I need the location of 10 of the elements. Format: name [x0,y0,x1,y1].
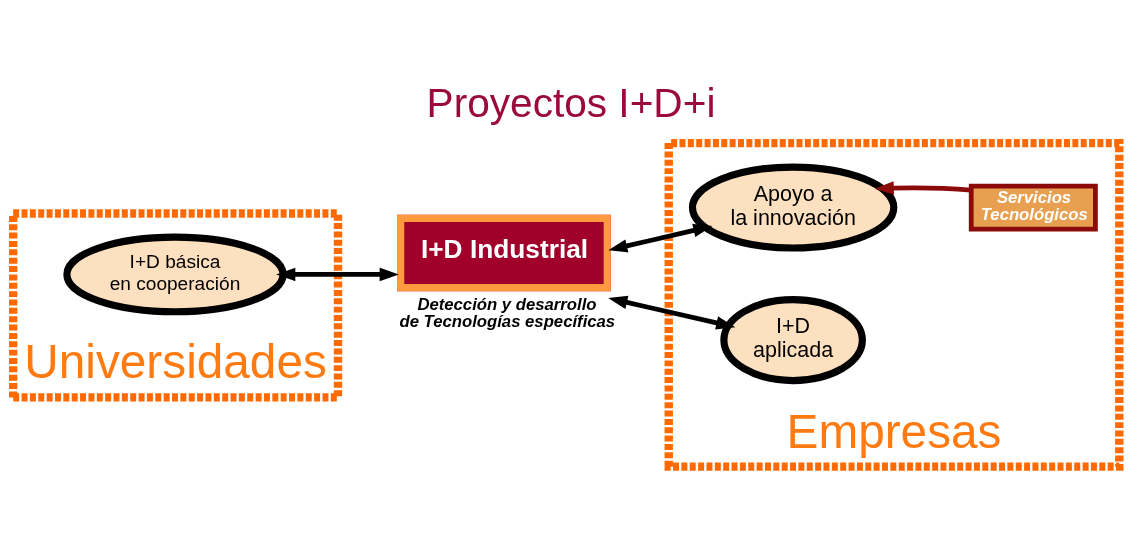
arrow [608,295,736,330]
node-ellipse: I+D aplicada [720,296,866,385]
diagram-title: Proyectos I+D+i [426,80,716,127]
node-ellipse: Apoyo a la innovación [688,163,898,252]
arrow [874,181,972,195]
node-ellipse: I+D básica en cooperación [63,233,287,316]
arrow [608,223,713,253]
node-label: Detección y desarrollo de Tecnologías específicas [399,295,616,332]
arrow [276,267,399,282]
node-box: Servicios Tecnológicos [968,183,1098,232]
